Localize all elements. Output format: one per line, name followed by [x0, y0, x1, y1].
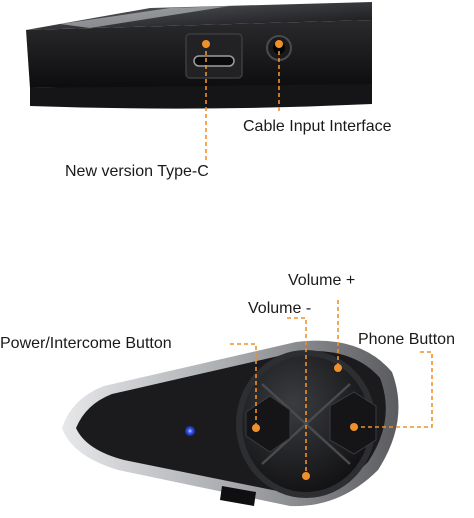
volume-minus-marker — [302, 472, 310, 480]
volume-plus-marker — [334, 364, 342, 372]
type-c-label: New version Type-C — [65, 163, 209, 180]
power-intercome-label: Power/Intercome Button — [0, 335, 172, 352]
power-marker — [252, 424, 260, 432]
callout-lines — [205, 44, 433, 476]
cable-input-marker — [275, 40, 283, 48]
top-device — [26, 2, 372, 109]
type-c-marker — [202, 40, 210, 48]
phone-button-label: Phone Button — [358, 331, 455, 348]
volume-minus-label: Volume - — [248, 300, 312, 317]
bottom-device — [62, 340, 399, 507]
led-indicator — [185, 426, 195, 436]
callout-dots — [202, 40, 358, 480]
phone-marker — [350, 423, 358, 431]
volume-plus-label: Volume + — [288, 272, 356, 289]
cable-input-label: Cable Input Interface — [243, 118, 392, 135]
